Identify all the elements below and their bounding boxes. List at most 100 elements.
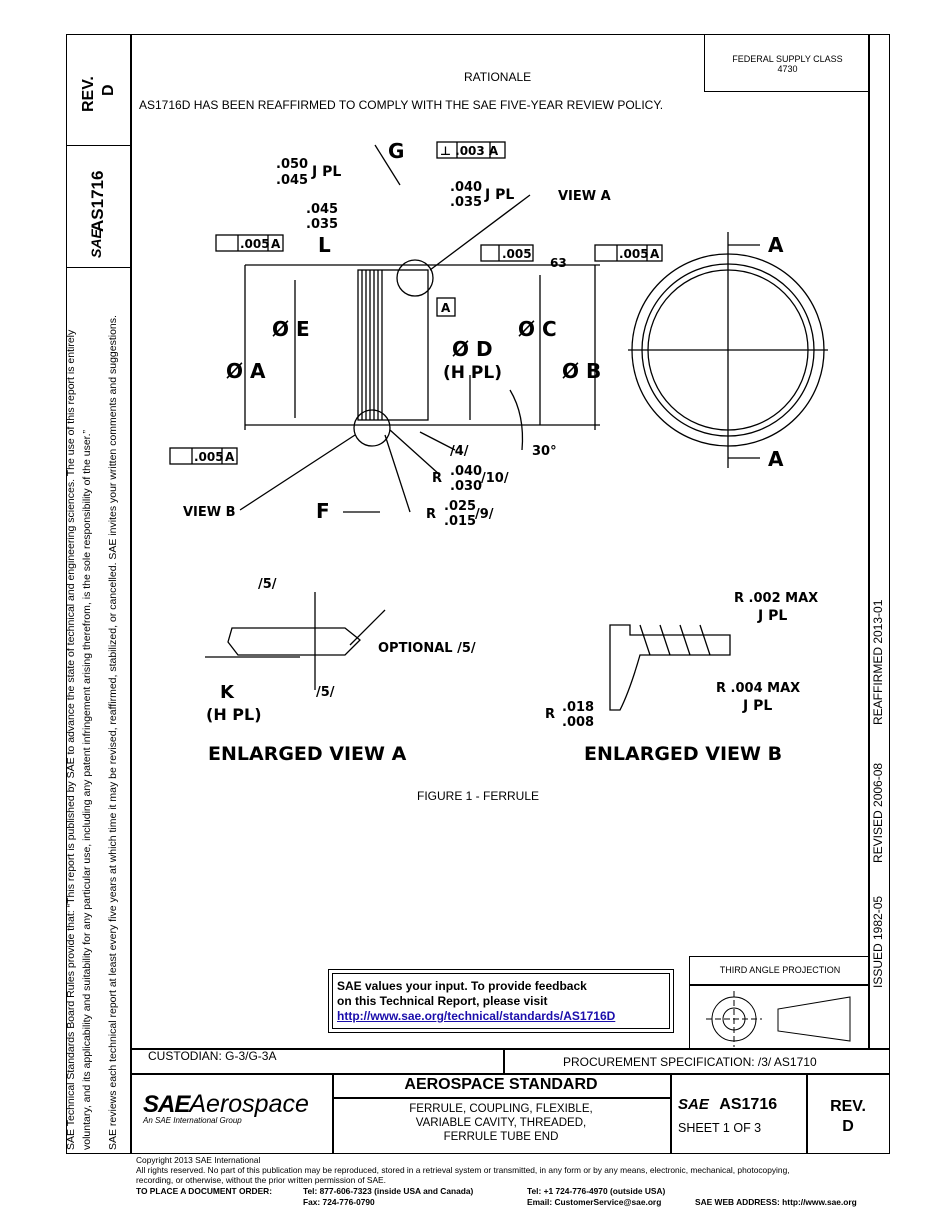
circ-tol: .005: [502, 247, 532, 261]
sheet-number: SHEET 1 OF 3: [678, 1121, 762, 1135]
rationale-title: RATIONALE: [464, 70, 532, 84]
r-004: R .004 MAX: [716, 681, 800, 696]
standard-title: AEROSPACE STANDARD: [404, 1076, 598, 1093]
runout-left: .005: [240, 237, 270, 251]
logo-divider: [332, 1073, 334, 1154]
email[interactable]: Email: CustomerService@sae.org: [527, 1197, 662, 1207]
enlarged-view-b: ENLARGED VIEW B: [584, 743, 782, 765]
feedback-line2: on this Technical Report, please visit: [337, 994, 548, 1008]
desc-line2: VARIABLE CAVITY, THREADED,: [415, 1117, 587, 1129]
note-4: /4/: [450, 444, 469, 459]
optional-5: OPTIONAL /5/: [378, 641, 476, 656]
note-10: /10/: [481, 471, 509, 486]
note-9: /9/: [475, 507, 494, 522]
perp-tol: ⊥ .003 A: [440, 144, 499, 158]
title-block-top: [130, 1048, 890, 1050]
view-b-label: VIEW B: [183, 505, 236, 520]
section-a-bottom: A: [768, 447, 784, 471]
enlarged-view-b-profile: [609, 624, 731, 711]
dim-f: F: [316, 499, 330, 523]
r-030: .030: [450, 479, 482, 494]
dim-050: .050: [276, 157, 308, 172]
sae-aerospace-logo: SAEAerospace An SAE International Group: [143, 1090, 309, 1125]
drawing-frame: [66, 34, 890, 1154]
phi-b: Ø B: [562, 359, 601, 383]
order-label: TO PLACE A DOCUMENT ORDER:: [136, 1186, 273, 1196]
section-a-top: A: [768, 233, 784, 257]
dim-g: G: [388, 139, 404, 163]
desc-line3: FERRULE TUBE END: [443, 1131, 559, 1143]
projection-symbol: [706, 991, 851, 1047]
view-a-circle: [396, 259, 434, 297]
logo-sae: SAE: [143, 1091, 190, 1118]
custodian: CUSTODIAN: G-3/G-3A: [148, 1049, 277, 1063]
r-015: .015: [444, 514, 476, 529]
phi-c: Ø C: [518, 317, 557, 341]
rights-line2: recording, or otherwise, without the pri…: [136, 1175, 386, 1185]
dim-045b: .045: [306, 202, 338, 217]
r-025: .025: [444, 499, 476, 514]
datum-a-box: A: [441, 301, 451, 315]
r-label-3: R: [545, 707, 555, 722]
supply-class-label: FEDERAL SUPPLY CLASS: [732, 54, 843, 64]
title-block-mid: [130, 1073, 890, 1075]
standard-title-rule: [332, 1097, 670, 1099]
phi-e: Ø E: [272, 317, 310, 341]
j-pl-2: J PL: [484, 187, 514, 203]
right-strip-border: [868, 34, 870, 1049]
runout-right: .005: [619, 247, 649, 261]
rev-divider: [806, 1073, 808, 1154]
doc-number-block: SAE AS1716: [678, 1096, 777, 1114]
ferrule-section: [357, 269, 429, 421]
view-b-circle: [353, 409, 391, 447]
projection-label: THIRD ANGLE PROJECTION: [719, 965, 841, 975]
r-040: .040: [450, 464, 482, 479]
rights-line1: All rights reserved. No part of this pub…: [136, 1165, 790, 1175]
deg-30: 30°: [532, 444, 557, 459]
runout-right-datum: A: [650, 247, 660, 261]
note-5-bottom: /5/: [316, 685, 335, 700]
dim-l: L: [318, 233, 331, 257]
note-5-top: /5/: [258, 577, 277, 592]
phi-d: Ø D: [452, 337, 493, 361]
logo-aerospace: Aerospace: [189, 1090, 309, 1118]
k-hpl: (H PL): [206, 705, 262, 724]
enlarged-view-a-profile: [227, 627, 361, 656]
phi-a: Ø A: [226, 359, 266, 383]
dim-k: K: [220, 682, 235, 703]
rev-label: REV.: [830, 1098, 866, 1115]
view-a-label: VIEW A: [558, 189, 611, 204]
dim-040: .040: [450, 180, 482, 195]
runout-left-datum: A: [271, 237, 281, 251]
runout-bottom: .005: [194, 450, 224, 464]
runout-bottom-datum: A: [225, 450, 235, 464]
r-018: .018: [562, 700, 594, 715]
document-description: FERRULE, COUPLING, FLEXIBLE, VARIABLE CA…: [332, 1102, 670, 1144]
fax: Fax: 724-776-0790: [303, 1197, 375, 1207]
enlarged-view-a: ENLARGED VIEW A: [208, 743, 407, 765]
supply-class-value: 4730: [777, 64, 798, 74]
h-pl: (H PL): [443, 363, 502, 383]
dim-045: .045: [276, 173, 308, 188]
j-pl-c: J PL: [742, 698, 772, 714]
tel-intl: Tel: +1 724-776-4970 (outside USA): [527, 1186, 666, 1196]
rev-value: D: [842, 1118, 854, 1135]
r-002: R .002 MAX: [734, 591, 818, 606]
footer: Copyright 2013 SAE International All rig…: [136, 1155, 896, 1185]
tel-us: Tel: 877-606-7323 (inside USA and Canada…: [303, 1186, 474, 1196]
feedback-line1: SAE values your input. To provide feedba…: [337, 979, 587, 993]
rationale-text: AS1716D HAS BEEN REAFFIRMED TO COMPLY WI…: [139, 98, 664, 112]
dim-035: .035: [450, 195, 482, 210]
feedback-link[interactable]: http://www.sae.org/technical/standards/A…: [337, 1009, 616, 1023]
copyright: Copyright 2013 SAE International: [136, 1155, 261, 1165]
projection-box: THIRD ANGLE PROJECTION: [689, 956, 870, 1049]
mark-63: 63: [550, 256, 567, 270]
j-pl-1: J PL: [311, 164, 341, 180]
r-label-1: R: [432, 471, 442, 486]
r-label-2: R: [426, 507, 436, 522]
left-column-divider: [130, 34, 132, 1154]
dim-035b: .035: [306, 217, 338, 232]
web-address[interactable]: SAE WEB ADDRESS: http://www.sae.org: [695, 1197, 857, 1207]
custodian-divider: [503, 1048, 505, 1073]
